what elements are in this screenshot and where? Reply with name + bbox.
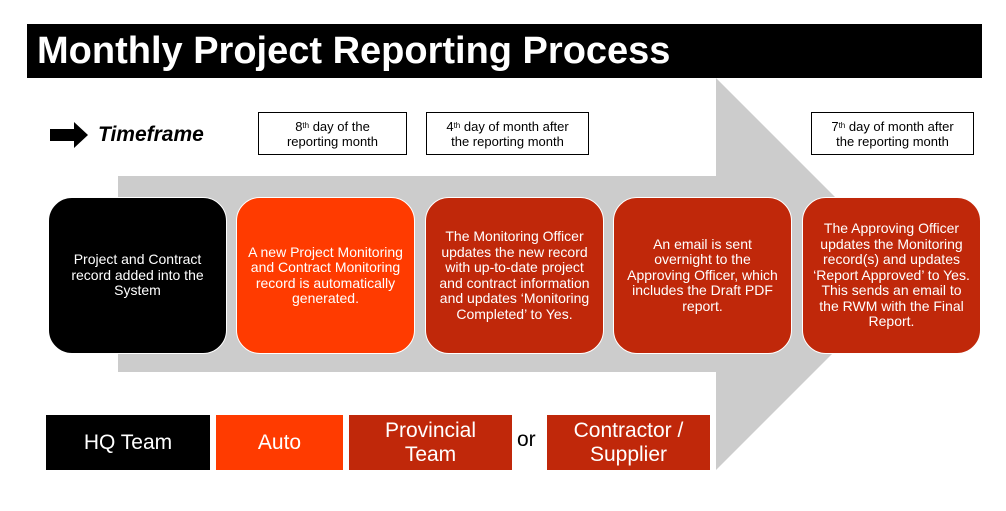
step-text: The Approving Officer updates the Monito… bbox=[813, 220, 970, 330]
ordinal: 7 bbox=[831, 118, 839, 134]
arrow-right-icon bbox=[50, 122, 88, 148]
legend-hq-team: HQ Team bbox=[46, 415, 210, 470]
legend-label: Contractor / bbox=[573, 418, 684, 442]
step-text: An email is sent overnight to the Approv… bbox=[627, 235, 778, 314]
legend-auto: Auto bbox=[216, 415, 343, 470]
page-title: Monthly Project Reporting Process bbox=[27, 24, 982, 78]
ordinal-suffix: th bbox=[838, 120, 846, 130]
step-text: The Monitoring Officer updates the new r… bbox=[439, 228, 590, 322]
step-text: A new Project Monitoring and Contract Mo… bbox=[248, 243, 403, 306]
timeframe-text: day of the bbox=[309, 118, 370, 134]
timeframe-label: Timeframe bbox=[98, 123, 204, 146]
timeframe-text: the reporting month bbox=[836, 133, 949, 149]
legend-label: Auto bbox=[257, 430, 302, 454]
process-step-3: The Monitoring Officer updates the new r… bbox=[425, 197, 604, 354]
legend-provincial-team: Provincial Team bbox=[349, 415, 512, 470]
legend-separator: or bbox=[517, 428, 536, 451]
process-step-4: An email is sent overnight to the Approv… bbox=[613, 197, 792, 354]
timeframe-box: 7th day of month after the reporting mon… bbox=[811, 112, 974, 155]
ordinal-suffix: th bbox=[453, 120, 461, 130]
timeframe-text: reporting month bbox=[286, 133, 379, 149]
ordinal: 8 bbox=[295, 118, 303, 134]
process-step-1: Project and Contract record added into t… bbox=[48, 197, 227, 354]
process-step-2: A new Project Monitoring and Contract Mo… bbox=[236, 197, 415, 354]
ordinal: 4 bbox=[446, 118, 454, 134]
timeframe-box: 4th day of month after the reporting mon… bbox=[426, 112, 589, 155]
step-text: Project and Contract record added into t… bbox=[71, 251, 204, 299]
timeframe-text: day of month after bbox=[460, 118, 569, 134]
legend-label: Provincial bbox=[384, 418, 477, 442]
legend-label: HQ Team bbox=[83, 430, 173, 454]
timeframe-text: day of month after bbox=[845, 118, 954, 134]
timeframe-box: 8th day of the reporting month bbox=[258, 112, 407, 155]
legend-contractor-supplier: Contractor / Supplier bbox=[547, 415, 710, 470]
legend-label: Supplier bbox=[589, 442, 668, 466]
timeframe-legend: Timeframe bbox=[50, 118, 204, 152]
timeframe-text: the reporting month bbox=[451, 133, 564, 149]
ordinal-suffix: th bbox=[302, 120, 310, 130]
legend-label: Team bbox=[404, 442, 457, 466]
process-step-5: The Approving Officer updates the Monito… bbox=[802, 197, 981, 354]
